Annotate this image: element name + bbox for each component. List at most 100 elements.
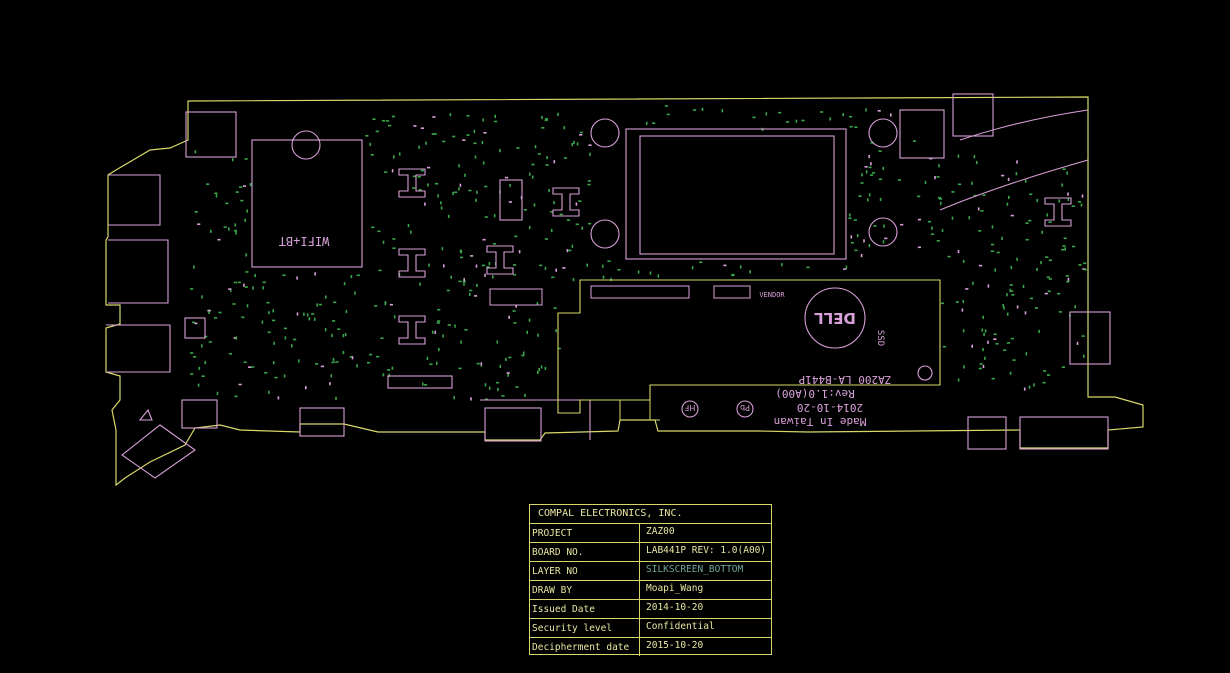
component-pad bbox=[436, 322, 440, 324]
component-pad bbox=[473, 129, 476, 134]
component-pad bbox=[820, 111, 824, 113]
component-pad bbox=[370, 154, 374, 156]
component-pad bbox=[228, 353, 233, 355]
component-pad bbox=[1083, 262, 1087, 265]
component-pad bbox=[544, 266, 547, 270]
component-pad bbox=[1061, 183, 1063, 187]
component-pad bbox=[462, 280, 466, 283]
component-pad bbox=[369, 142, 372, 146]
component-pad bbox=[1066, 280, 1070, 283]
component-pad bbox=[801, 119, 805, 122]
component-pad bbox=[541, 127, 545, 129]
component-pad bbox=[215, 194, 218, 198]
component-pad bbox=[978, 230, 982, 232]
component-pad bbox=[306, 313, 309, 317]
component-pad bbox=[868, 193, 871, 197]
component-pad bbox=[991, 243, 995, 246]
hf-mark: HF bbox=[684, 403, 695, 412]
component-pad bbox=[240, 199, 244, 202]
component-pad bbox=[266, 301, 270, 304]
component-pad bbox=[375, 130, 379, 133]
component-pad bbox=[523, 209, 527, 211]
component-pad bbox=[412, 175, 416, 178]
component-pad bbox=[267, 331, 271, 334]
component-pad bbox=[244, 286, 248, 288]
component-pad bbox=[296, 276, 298, 280]
component-pad bbox=[987, 340, 989, 344]
component-pad bbox=[973, 194, 977, 197]
component-pad bbox=[466, 134, 470, 136]
component-pad bbox=[508, 315, 510, 319]
component-pad bbox=[237, 281, 241, 284]
component-pad bbox=[1067, 277, 1070, 282]
component-pad bbox=[1048, 221, 1052, 223]
component-pad bbox=[524, 393, 526, 397]
vendor-label: VENDOR bbox=[759, 291, 785, 299]
component-pad bbox=[975, 160, 978, 165]
component-pad bbox=[398, 152, 401, 156]
component-pad bbox=[537, 370, 539, 374]
component-pad bbox=[589, 152, 591, 156]
component-pad bbox=[868, 166, 872, 169]
component-pad bbox=[883, 224, 885, 228]
component-pad bbox=[417, 176, 421, 178]
component-pad bbox=[528, 318, 531, 322]
transistor-symbol bbox=[398, 315, 426, 345]
component-pad bbox=[469, 289, 473, 292]
component-pad bbox=[1012, 359, 1016, 361]
component-pad bbox=[264, 372, 268, 374]
component-pad bbox=[692, 109, 697, 111]
component-pad bbox=[382, 373, 385, 377]
component-pad bbox=[225, 202, 229, 205]
component-pad bbox=[649, 271, 652, 275]
component-pad bbox=[193, 265, 195, 269]
component-pad bbox=[752, 116, 756, 119]
component-pad bbox=[452, 191, 454, 196]
component-pad bbox=[508, 201, 512, 203]
component-pad bbox=[515, 386, 519, 388]
component-pad bbox=[555, 329, 557, 333]
component-pad bbox=[1048, 278, 1052, 280]
component-pad bbox=[540, 365, 543, 369]
component-pad bbox=[982, 194, 986, 196]
component-pad bbox=[934, 176, 936, 180]
component-pad bbox=[470, 397, 472, 401]
component-pad bbox=[850, 235, 853, 239]
component-pad bbox=[506, 372, 510, 374]
title-row-security-level: Security level Confidential bbox=[530, 619, 771, 638]
component-pad bbox=[213, 317, 218, 319]
row-value: SILKSCREEN_BOTTOM bbox=[646, 564, 744, 575]
component-pad bbox=[550, 228, 553, 233]
component-pad bbox=[947, 255, 951, 258]
row-value: LAB441P REV: 1.0(A00) bbox=[646, 545, 767, 556]
component-pad bbox=[440, 206, 443, 210]
component-pad bbox=[1016, 160, 1018, 164]
component-pad bbox=[924, 180, 927, 185]
component-pad bbox=[494, 114, 496, 118]
component-pad bbox=[229, 288, 232, 292]
component-pad bbox=[234, 395, 238, 398]
component-pad bbox=[246, 209, 248, 213]
component-pad bbox=[343, 282, 346, 286]
component-pad bbox=[984, 329, 987, 333]
component-pad bbox=[544, 119, 548, 122]
component-pad bbox=[197, 223, 201, 225]
component-pad bbox=[993, 338, 997, 340]
component-pad bbox=[420, 169, 424, 172]
mount-hole bbox=[291, 130, 321, 160]
component-pad bbox=[342, 334, 345, 338]
component-pad bbox=[231, 158, 234, 162]
component-pad bbox=[544, 366, 547, 371]
component-pad bbox=[962, 299, 965, 304]
component-pad bbox=[458, 187, 460, 191]
component-pad bbox=[238, 383, 242, 386]
component-pad bbox=[333, 301, 337, 304]
component-pad bbox=[437, 194, 439, 198]
component-pad bbox=[308, 317, 311, 321]
component-pad bbox=[349, 356, 353, 358]
component-pad bbox=[201, 295, 203, 299]
component-pad bbox=[391, 115, 395, 118]
component-pad bbox=[241, 316, 245, 319]
component-pad bbox=[206, 183, 210, 185]
component-pad bbox=[385, 120, 390, 122]
